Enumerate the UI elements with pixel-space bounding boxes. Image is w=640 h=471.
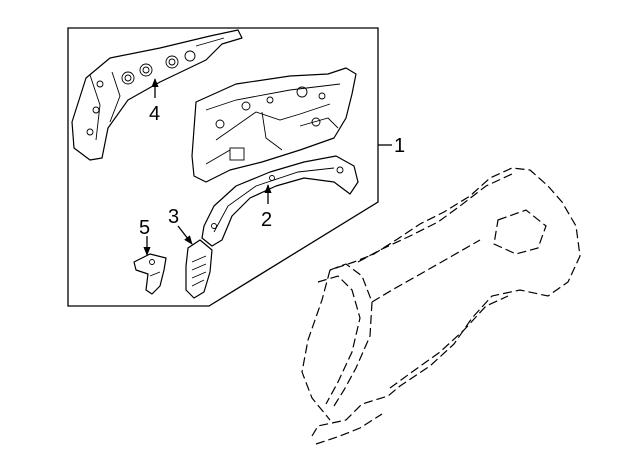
part-5-bracket xyxy=(133,253,167,295)
part-3-bracket xyxy=(185,239,213,299)
part-1-wheelhouse-panel xyxy=(191,67,357,183)
callout-5: 5 xyxy=(139,217,150,239)
callout-2: 2 xyxy=(261,209,272,231)
quarter-panel-outline xyxy=(301,167,581,445)
callout-1: 1 xyxy=(394,135,405,157)
callout-4: 4 xyxy=(149,103,160,125)
assembly-frame xyxy=(67,27,379,307)
callout-3: 3 xyxy=(168,206,179,228)
callout-3-leader xyxy=(177,225,193,245)
part-4-upper-rail xyxy=(71,29,243,161)
part-2-wheelhouse-arch xyxy=(201,155,359,247)
